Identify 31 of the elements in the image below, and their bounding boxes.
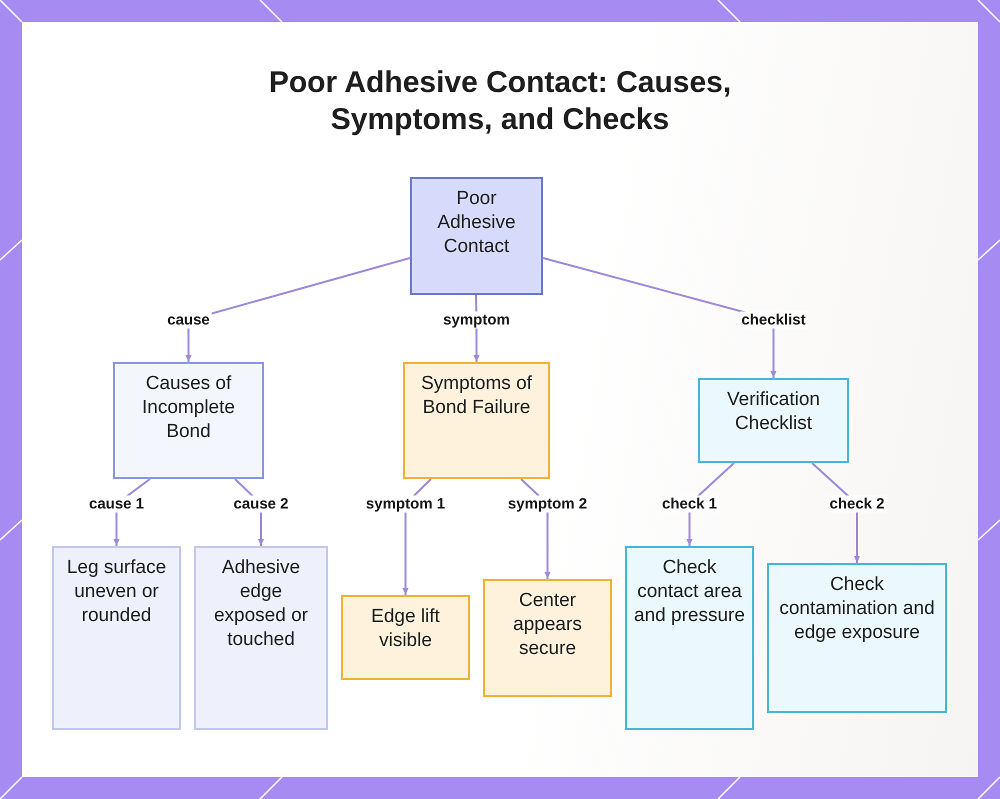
edge-label: cause 1 <box>86 496 146 512</box>
node-text: Leg surface uneven or rounded <box>66 556 168 628</box>
edge-label: symptom 1 <box>364 496 448 512</box>
process-box <box>483 579 612 697</box>
process-box <box>403 362 550 479</box>
edge-label: checklist <box>739 312 808 328</box>
node-text: Check contact area and pressure <box>633 556 746 628</box>
node-text: Check contamination and edge exposure <box>778 573 936 645</box>
edge-label: cause 2 <box>231 496 291 512</box>
node-text: Center appears secure <box>512 589 583 661</box>
process-box <box>410 177 543 295</box>
node-text: Adhesive edge exposed or touched <box>212 556 309 652</box>
process-box <box>341 595 470 680</box>
process-box <box>113 362 264 479</box>
diagram-title: Poor Adhesive Contact: Causes, Symptoms, and Checks <box>268 65 732 138</box>
node-text: Poor Adhesive Contact <box>436 187 517 259</box>
edge-label: check 1 <box>660 496 720 512</box>
edge-label: check 2 <box>827 496 887 512</box>
node-text: Symptoms of Bond Failure <box>420 372 533 420</box>
process-box <box>194 546 328 730</box>
edge-label: symptom 2 <box>506 496 590 512</box>
edge-label: cause <box>165 312 212 328</box>
node-text: Verification Checklist <box>726 388 821 436</box>
connector-arrow <box>186 257 410 362</box>
process-box <box>625 546 754 730</box>
node-text: Edge lift visible <box>370 605 441 653</box>
node-text: Causes of Incomplete Bond <box>141 372 236 444</box>
process-box <box>698 378 849 463</box>
edge-label: symptom <box>441 312 512 328</box>
process-box <box>52 546 181 730</box>
process-box <box>767 563 947 713</box>
